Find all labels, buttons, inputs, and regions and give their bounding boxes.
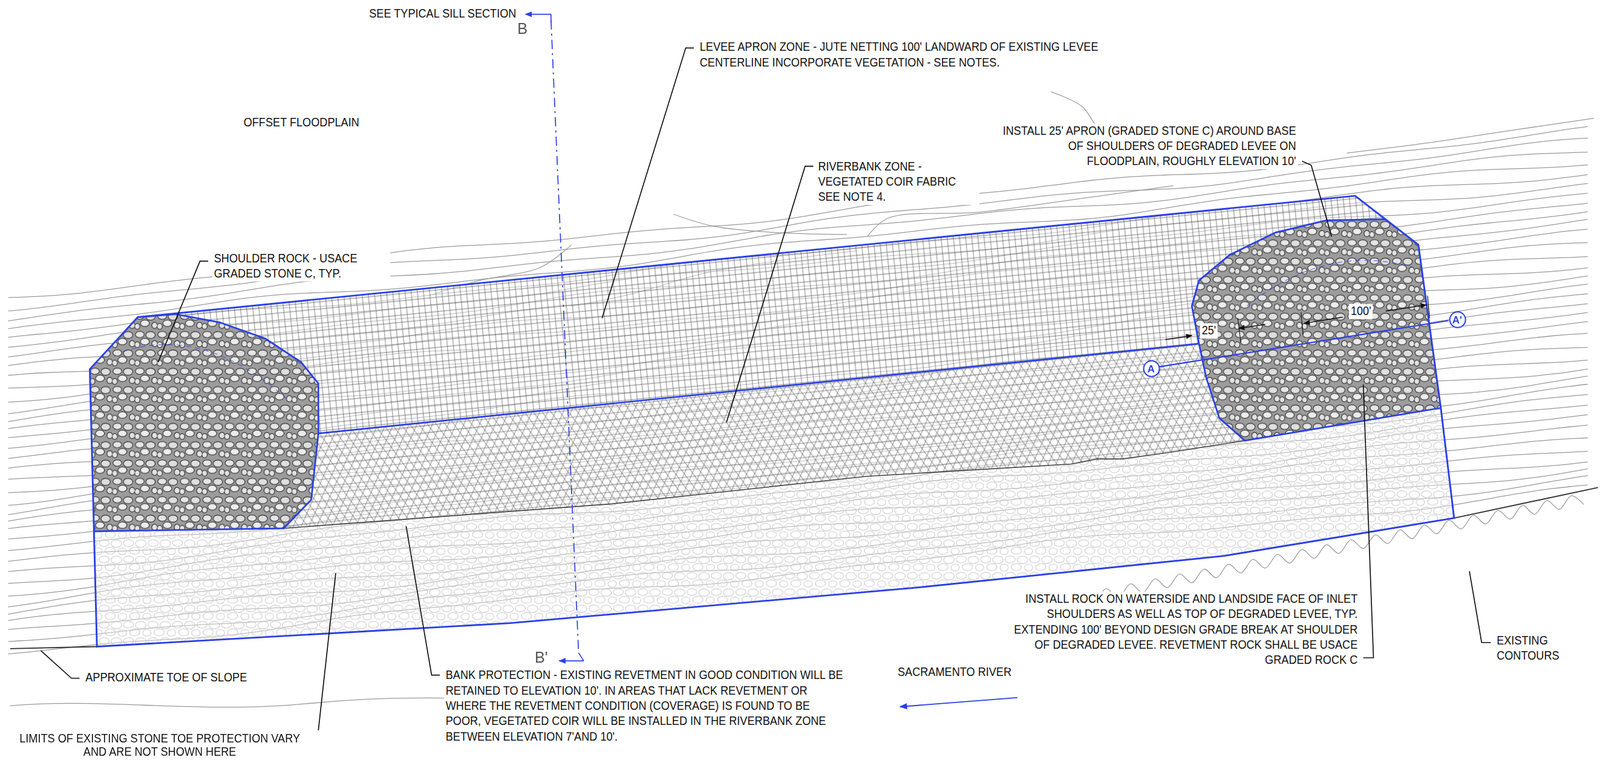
contour-line [673, 214, 847, 235]
leader-line [157, 261, 209, 363]
section-letter: A [1147, 362, 1155, 375]
shoulder-rock-right [1191, 219, 1441, 441]
section-letter: B [515, 19, 530, 37]
dimension-arrow [1385, 304, 1427, 311]
leader-line [40, 650, 80, 679]
zone-callout: LEVEE APRON ZONE - JUTE NETTING 100' LAN… [698, 39, 1107, 71]
section-arrow [558, 660, 584, 662]
marker-circle [1449, 311, 1466, 328]
contour-group [7, 91, 1594, 655]
contour-line [1347, 118, 1594, 154]
marker-text-holder: A' [1448, 310, 1467, 329]
leader-line [1301, 161, 1332, 238]
dimension-arrow [1238, 324, 1266, 329]
leader-line [405, 526, 440, 676]
inner-rock-limit [1246, 260, 1412, 307]
project-boundary [89, 195, 1454, 648]
leader-line [1469, 571, 1491, 644]
zone-callout: RIVERBANK ZONE - VEGETATED COIR FABRIC S… [816, 159, 980, 206]
feature-callout: APPROXIMATE TOE OF SLOPE [83, 670, 249, 686]
material-callout: SHOULDER ROCK - USACE GRADED STONE C, TY… [212, 251, 391, 282]
dimension-label: 25' [1200, 323, 1218, 339]
leader-line [601, 47, 694, 319]
river-name: SACRAMENTO RIVER [895, 665, 1014, 681]
extension-line [1301, 312, 1303, 335]
section-reference: SEE TYPICAL SILL SECTION [367, 6, 519, 22]
zone-boundary [318, 343, 1199, 434]
feature-callout: EXISTING CONTOURS [1494, 633, 1572, 665]
section-letter: B' [532, 649, 550, 667]
construction-note: BANK PROTECTION - EXISTING REVETMENT IN … [444, 668, 847, 746]
dimension-arrow [1165, 335, 1192, 340]
dimension-label: 100' [1348, 304, 1374, 320]
toe-of-slope-line [10, 646, 97, 649]
section-cut-line [1159, 320, 1449, 367]
section-line [551, 20, 579, 654]
leader-line [318, 573, 336, 731]
section-tick [550, 14, 552, 23]
construction-note: INSTALL ROCK ON WATERSIDE AND LANDSIDE F… [1007, 591, 1360, 669]
toe-of-slope-line [1454, 487, 1599, 519]
zone-boundary [93, 314, 319, 532]
inner-rock-limit [122, 344, 288, 400]
feature-callout: LIMITS OF EXISTING STONE TOE PROTECTION … [12, 732, 308, 760]
marker-circle [1143, 360, 1160, 377]
extension-line [1237, 318, 1241, 343]
leader-line [726, 166, 814, 423]
section-arrow [525, 13, 552, 16]
dimension-arrow [1304, 317, 1343, 324]
shoulder-rock-left [89, 314, 319, 532]
extension-line [1427, 295, 1430, 319]
section-marker: A [1142, 359, 1160, 378]
leader-line [1363, 384, 1374, 659]
section-letter: A' [1452, 313, 1463, 326]
section-marker: A' [1448, 310, 1467, 329]
area-name: OFFSET FLOODPLAIN [241, 115, 362, 131]
construction-note: INSTALL 25' APRON (GRADED STONE C) AROUN… [992, 123, 1299, 170]
flow-arrow [900, 698, 1018, 708]
zone-boundary [1191, 219, 1441, 441]
grade-break-line [283, 440, 1245, 529]
section-tick [578, 653, 584, 662]
marker-text-holder: A [1142, 359, 1160, 378]
